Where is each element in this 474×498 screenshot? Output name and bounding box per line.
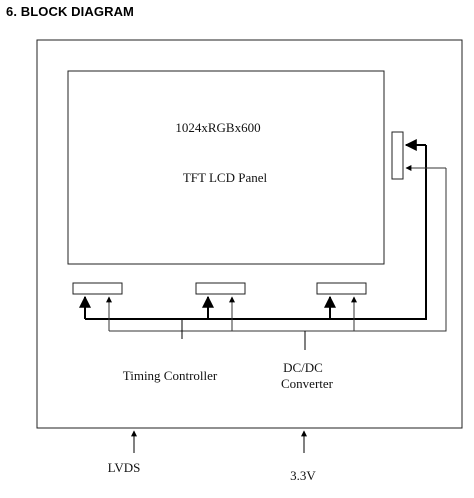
dcdc-label-line1: DC/DC (283, 360, 323, 375)
dcdc-label-line2: Converter (281, 376, 334, 391)
power-input-label: 3.3V (290, 468, 316, 483)
gate-driver (391, 131, 404, 180)
power-bus (106, 165, 447, 332)
lvds-input-label: LVDS (108, 460, 141, 475)
source-driver-2 (195, 282, 246, 295)
source-driver-1 (72, 282, 123, 295)
lcd-panel (67, 70, 385, 265)
control-bus (79, 139, 427, 320)
page-heading: 6. BLOCK DIAGRAM (6, 4, 134, 19)
panel-name-label: TFT LCD Panel (183, 170, 268, 185)
source-driver-3 (316, 282, 367, 295)
panel-resolution-label: 1024xRGBx600 (175, 120, 260, 135)
module-outline (36, 39, 463, 429)
timing-controller-label: Timing Controller (123, 368, 218, 383)
